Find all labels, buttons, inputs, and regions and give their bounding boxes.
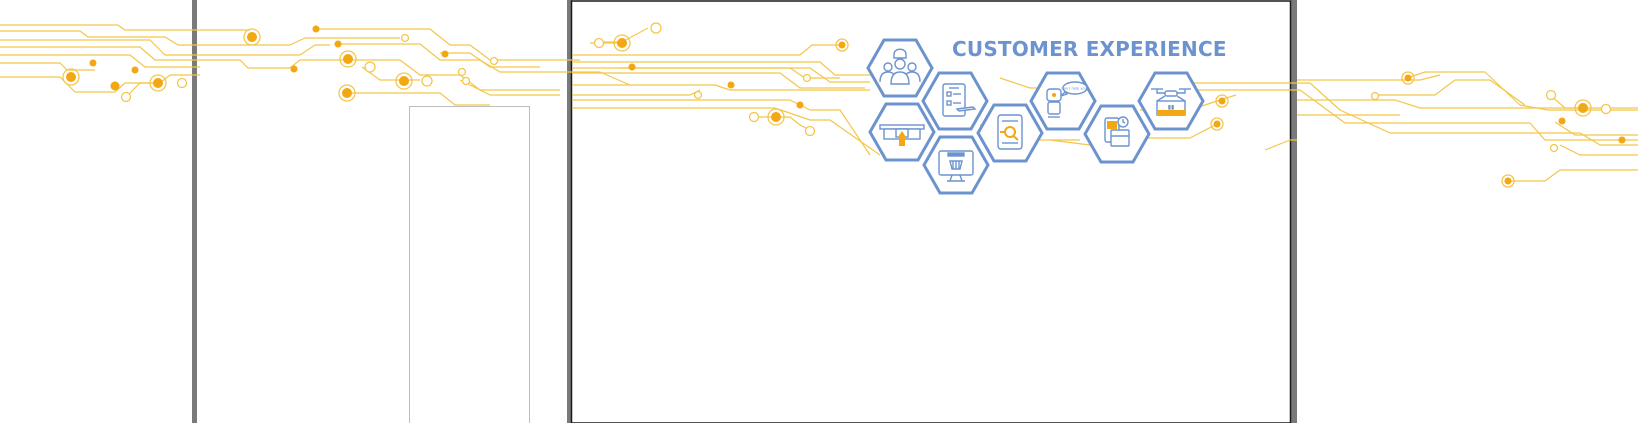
panel-divider-2 [567,0,572,423]
chef-team-icon [866,38,934,98]
hexagon-icon-cluster: Can I help you? [866,38,1205,195]
checklist-tablet-icon [921,71,989,131]
circuit-traces [0,24,1638,182]
storefront-icon [868,102,936,162]
service-robot-icon: Can I help you? [1029,71,1097,131]
mobile-delivery-icon [1083,104,1151,164]
customer-experience-title: CUSTOMER EXPERIENCE [952,37,1227,61]
circuit-nodes [62,22,1626,188]
speech-bubble-text: Can I help you? [1061,87,1089,91]
svg-text:▮▮: ▮▮ [1168,104,1175,111]
ordering-monitor-icon [922,135,990,195]
main-panel-frame [570,0,1292,423]
delivery-drone-icon: ▮▮ [1137,71,1205,131]
panel-divider-3 [1291,0,1297,423]
panel-divider-1 [192,0,197,423]
tablet-search-icon [976,103,1044,163]
window-panel-outline [409,106,530,423]
